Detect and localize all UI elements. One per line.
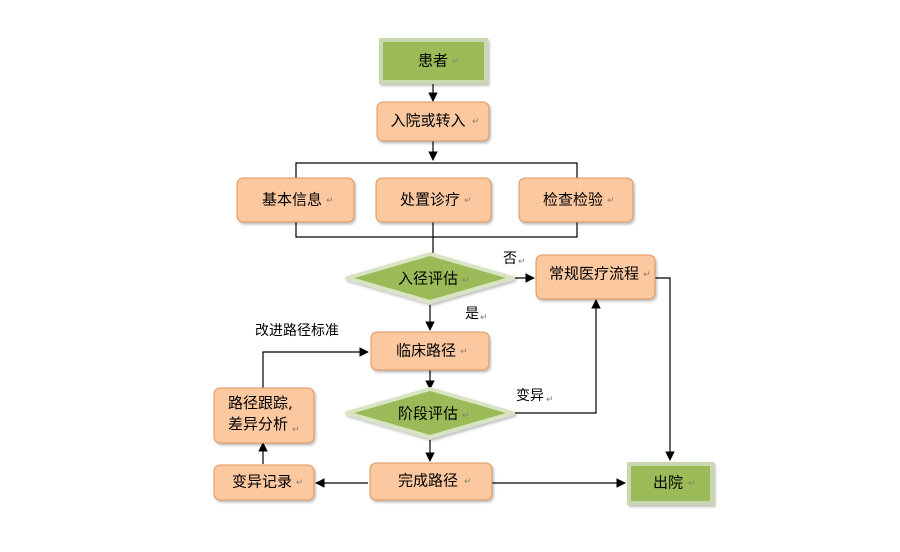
- node-clinical-path-label: 临床路径: [396, 342, 456, 360]
- node-stage-eval: 阶段评估 ↵: [345, 387, 515, 439]
- node-complete-path: 完成路径 ↵: [369, 462, 493, 501]
- edge-tracking-clinical: [262, 347, 369, 388]
- node-admission: 入院或转入 ↵: [376, 101, 490, 142]
- paragraph-mark: ↵: [462, 276, 470, 286]
- bottom-bus: [295, 222, 578, 238]
- paragraph-mark: ↵: [546, 395, 554, 405]
- paragraph-mark: ↵: [292, 425, 300, 435]
- edge-label-yes: 是: [465, 306, 479, 322]
- node-treatment-label: 处置诊疗: [400, 191, 460, 209]
- node-tracking-line-2: 差异分析: [228, 415, 288, 433]
- edge-label-variance: 变异: [516, 388, 544, 404]
- paragraph-mark: ↵: [480, 313, 488, 323]
- paragraph-mark: ↵: [452, 57, 460, 67]
- node-patient-label: 患者: [418, 52, 448, 70]
- paragraph-mark: ↵: [643, 270, 651, 280]
- node-tracking-line-1: 路径跟踪,: [228, 394, 293, 412]
- node-examination-label: 检查检验: [543, 191, 603, 209]
- node-admission-label: 入院或转入: [390, 112, 465, 130]
- edge-label-no: 否: [503, 251, 517, 267]
- node-clinical-path: 临床路径 ↵: [370, 331, 490, 371]
- node-discharge: 出院 ↵: [627, 462, 714, 505]
- node-basic-info: 基本信息 ↵: [236, 177, 355, 223]
- paragraph-mark: ↵: [464, 477, 472, 487]
- paragraph-mark: ↵: [607, 196, 615, 206]
- connectors: [258, 82, 675, 488]
- node-stage-eval-label: 阶段评估: [398, 405, 458, 423]
- paragraph-mark: ↵: [518, 257, 526, 267]
- top-bus: [295, 162, 578, 178]
- paragraph-mark: ↵: [472, 117, 480, 127]
- paragraph-mark: ↵: [462, 411, 470, 421]
- node-pathway-eval: 入径评估 ↵: [345, 252, 515, 304]
- node-treatment: 处置诊疗 ↵: [375, 177, 492, 223]
- node-pathway-eval-label: 入径评估: [398, 270, 458, 288]
- node-patient: 患者 ↵: [379, 38, 488, 84]
- node-tracking: 路径跟踪, 差异分析 ↵: [213, 387, 315, 444]
- paragraph-mark: ↵: [464, 196, 472, 206]
- node-routine-flow-label: 常规医疗流程: [549, 265, 639, 283]
- paragraph-mark: ↵: [460, 347, 468, 357]
- paragraph-mark: ↵: [296, 478, 304, 488]
- node-discharge-label: 出院: [653, 474, 683, 492]
- edge-stage-routine: [513, 299, 601, 414]
- node-variance-record-label: 变异记录: [232, 473, 292, 491]
- node-complete-path-label: 完成路径: [398, 472, 458, 490]
- paragraph-mark: ↵: [326, 196, 334, 206]
- node-routine-flow: 常规医疗流程 ↵: [535, 254, 656, 300]
- node-examination: 检查检验 ↵: [518, 177, 634, 223]
- node-variance-record: 变异记录 ↵: [213, 464, 315, 501]
- edge-routine-discharge: [655, 277, 675, 461]
- paragraph-mark: ↵: [688, 479, 696, 489]
- edge-label-improve: 改进路径标准: [255, 323, 339, 339]
- node-basic-info-label: 基本信息: [262, 191, 322, 209]
